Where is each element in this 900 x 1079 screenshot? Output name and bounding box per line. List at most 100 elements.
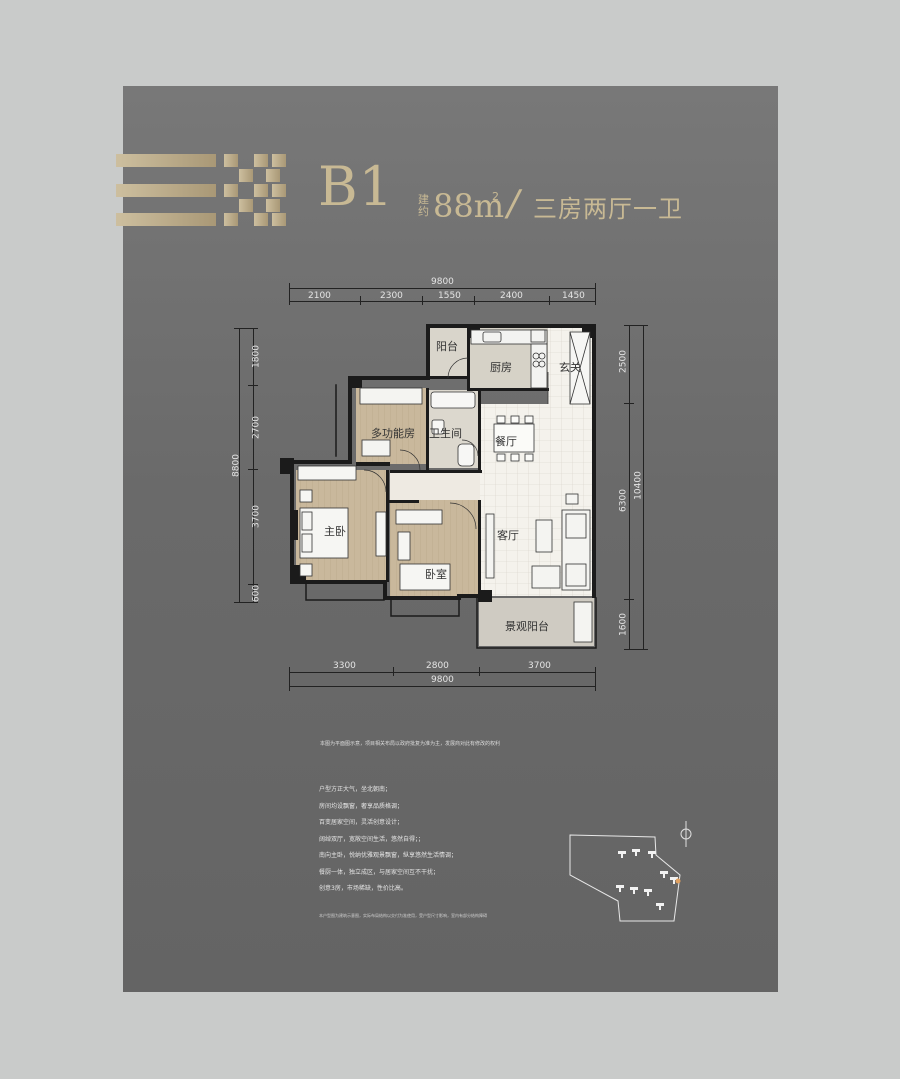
rail [390,597,460,617]
top-total-dim: 9800 [431,277,454,287]
door-arc [399,449,421,471]
area-value: 88m [433,187,505,225]
bottom-dim-line-1 [289,672,595,673]
right-dim-tick [624,403,634,404]
feature-item: 创意3房，市场稀缺，性价比高。 [319,885,407,892]
building-icon [618,851,626,854]
building-icon [660,871,668,874]
site-boundary [569,834,681,922]
left-dim-tick [248,469,258,470]
basin [431,419,445,435]
room-entrance: 玄关 [559,361,581,374]
multi-desk [361,439,391,457]
right-dim-tick [624,325,648,326]
top-dim-1: 2100 [308,291,331,301]
top-dim-tick [289,283,290,305]
right-dim-line-1 [629,325,630,649]
top-dim-3: 1550 [438,291,461,301]
room-view-balcony: 景观阳台 [505,620,549,633]
top-dim-tick [422,296,423,305]
room-balcony: 阳台 [436,340,458,353]
unit-location-marker [675,878,681,884]
door-arc [461,439,479,457]
right-dim-tick [624,599,634,600]
sink [482,331,502,343]
pillar [280,458,294,474]
area-superscript: 2 [492,190,499,203]
multi-cabinet [359,387,423,405]
chair [496,453,506,462]
door-arc [447,357,469,379]
bottom-dim-tick [289,667,290,691]
top-dim-2: 2300 [380,291,403,301]
left-dim-line-1 [239,328,240,602]
sofa-cushion [565,513,587,539]
bottom-total-dim: 9800 [431,675,454,685]
building-icon [630,887,638,890]
title-slash: / [507,183,520,224]
dining-table [493,423,535,453]
building-icon [616,885,624,888]
bedroom-bed [399,563,451,591]
wall-corridor-top [390,470,482,473]
left-dim-tick [248,584,258,585]
room-dining: 餐厅 [495,435,517,448]
stove-burner [538,352,546,360]
bottom-dim-tick [479,667,480,676]
bottom-dim-tick [393,667,394,676]
site-map [569,821,692,922]
wall-kitchen-left [467,326,470,388]
bay-window [573,601,593,643]
stove-burner [532,360,540,368]
coffee-table [535,519,553,553]
left-dim-tick [234,328,258,329]
top-dim-tick [474,296,475,305]
room-bedroom: 卧室 [425,568,447,581]
wall-master-right [386,470,389,582]
wall-bath-right [478,388,481,470]
tv-cabinet [485,513,495,579]
feature-item: 阔绰双厅，宽敞空间生活，悠然自得；； [319,835,425,843]
right-dim-tick [624,649,648,650]
top-dim-4: 2400 [500,291,523,301]
feature-item: 百变居家空间，灵活创意设计； [319,819,404,826]
room-bath: 卫生间 [429,427,462,440]
brand-logo [116,154,288,232]
sofa-cushion [565,563,587,587]
bottom-dim-3: 3700 [528,661,551,671]
nightstand [299,563,313,577]
top-dim-tick [549,296,550,305]
toilet [457,443,475,467]
stove-burner [538,360,546,368]
room-living: 客厅 [497,529,519,542]
building-icon [632,849,640,852]
bedroom-wardrobe [395,509,443,525]
room-master: 主卧 [324,525,346,538]
top-dim-5: 1450 [562,291,585,301]
chair [496,415,506,424]
pillow [301,533,313,553]
left-dim-line-2 [253,328,254,602]
chair [510,453,520,462]
building-icon [656,903,664,906]
top-dim-line-1 [289,288,595,289]
building-icon [644,889,652,892]
fridge [530,329,546,343]
wall-bath-left [426,388,429,470]
layout-text: 三房两厅一卫 [533,195,683,223]
bottom-dim-1: 3300 [333,661,356,671]
bottom-dim-tick [595,667,596,691]
room-kitchen: 厨房 [490,361,512,374]
feature-item: 南向主卧，悦纳优雅观景飘窗，纵享悠然生活情调； [319,852,458,859]
corridor-floor [390,472,482,502]
rail [305,581,385,601]
balcony-floor [428,328,467,378]
area-prefix: 建约 [418,193,429,218]
right-dim-line-2 [643,325,644,649]
top-dim-tick [360,296,361,305]
feature-list: 户型方正大气，坐北朝南； 房间均设飘窗，奢享品质格调； 百变居家空间，灵活创意设… [319,787,559,903]
top-dim-line-2 [289,301,595,302]
pillar [348,378,362,388]
footnote-text: 本户型图为建筑示意图，实际布局结构以交付为准使用，受户型尺寸影响，室内有部分结构… [319,913,487,918]
stove-burner [532,352,540,360]
